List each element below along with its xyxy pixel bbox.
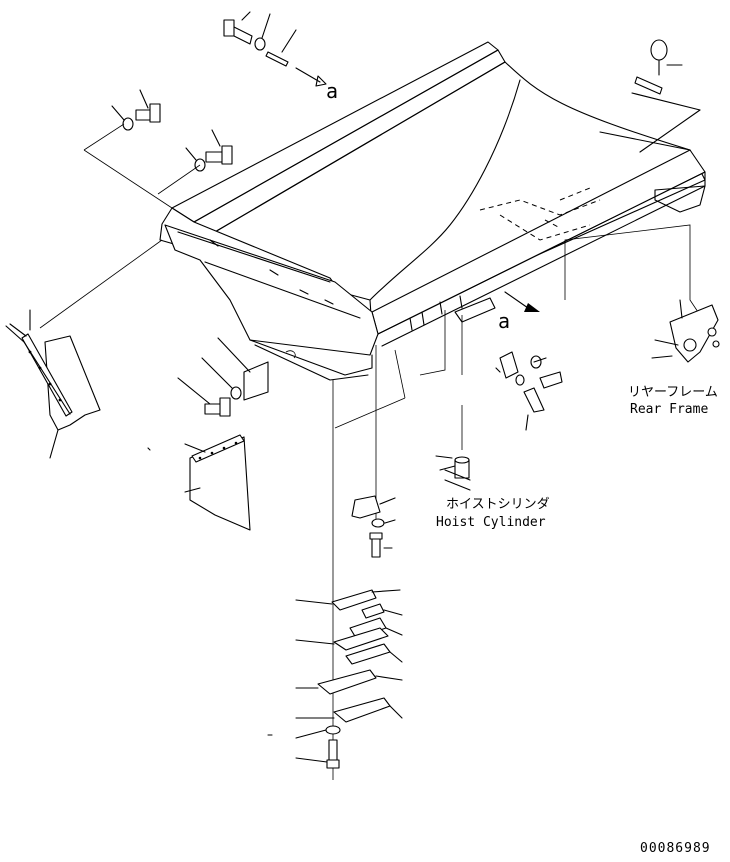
drawing-number: 00086989 (640, 841, 711, 856)
rear-frame-bracket (564, 224, 720, 363)
center-mudflap (147, 337, 269, 531)
hoist-cylinder-label-en: Hoist Cylinder (436, 515, 546, 530)
arrow-label-right: a (498, 309, 510, 333)
arrows-a: a a (326, 79, 540, 333)
dump-body (159, 41, 706, 381)
hinge-pin-parts (631, 39, 701, 153)
hoist-cylinder-label-jp: ホイストシリンダ (446, 497, 550, 512)
arrow-label-top: a (326, 79, 338, 103)
center-pad-stack (267, 310, 446, 780)
top-bolts (83, 11, 327, 209)
rear-frame-label-jp: リヤーフレーム (628, 385, 718, 400)
left-mudflap (5, 239, 163, 459)
rear-frame-label-en: Rear Frame (630, 402, 708, 417)
hoist-cylinder-parts (435, 315, 563, 491)
